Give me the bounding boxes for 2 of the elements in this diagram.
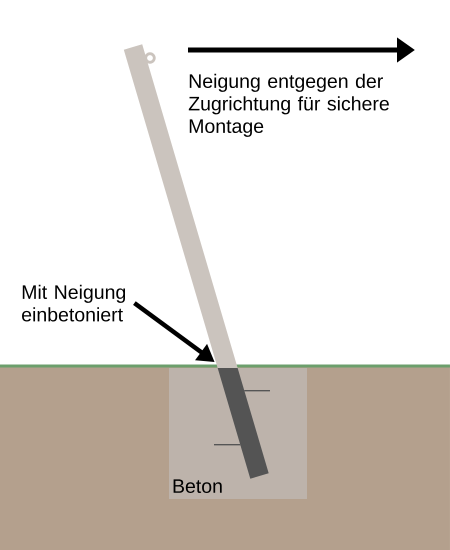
note-text: Neigung entgegen der Zugrichtung für sichere Montage xyxy=(188,74,389,137)
callout-label: Mit Neigung einbetoniert xyxy=(22,284,126,322)
